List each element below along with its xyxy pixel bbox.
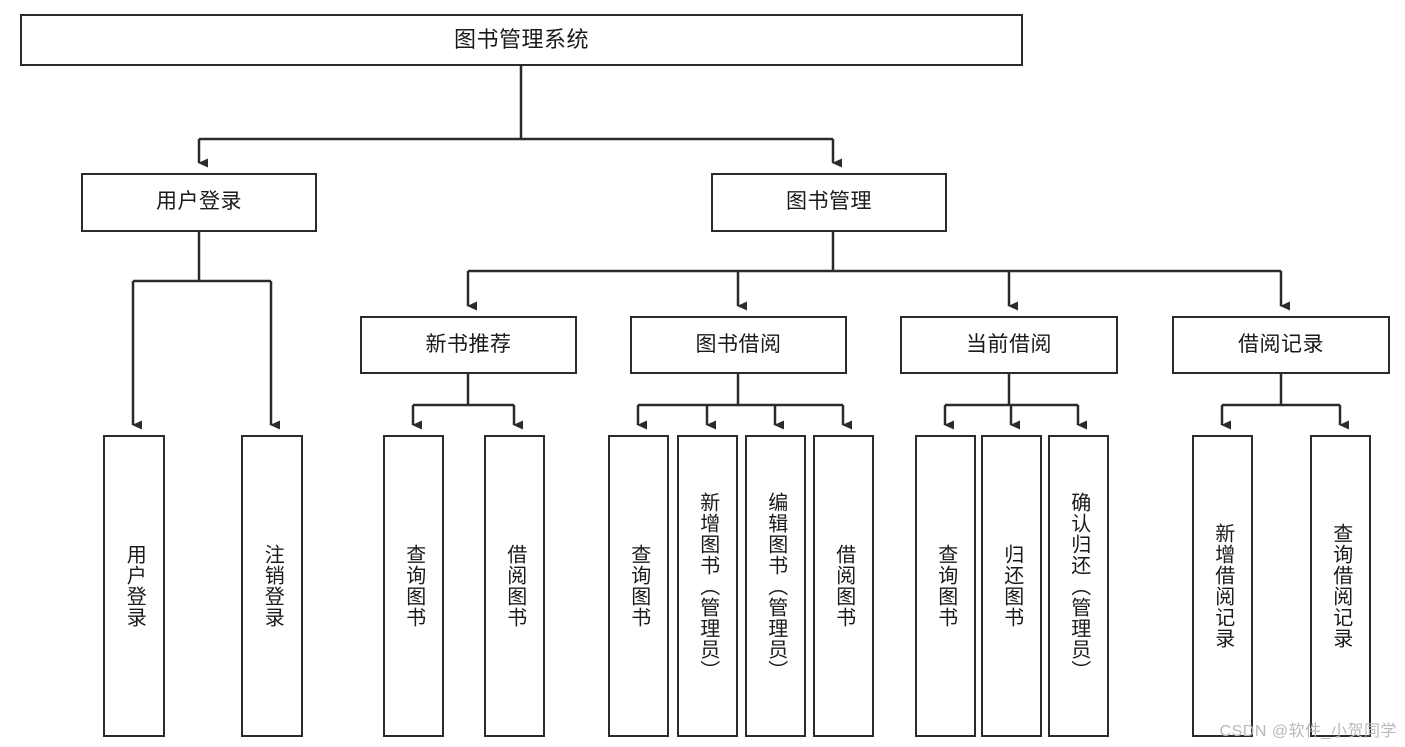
node-leaf-book-borrow-borrow[interactable]: 借阅图书 [813,435,874,737]
node-label: 编辑图书（管理员） [764,491,787,681]
node-label: 查询图书 [627,544,650,628]
node-leaf-borrow-record-query[interactable]: 查询借阅记录 [1310,435,1371,737]
node-label: 新增借阅记录 [1211,523,1234,649]
node-leaf-current-borrow-query[interactable]: 查询图书 [915,435,976,737]
node-label: 注销登录 [261,544,284,628]
node-label: 用户登录 [156,190,242,214]
node-label: 图书管理 [786,190,872,214]
node-leaf-user-login-login[interactable]: 用户登录 [103,435,165,737]
node-current-borrow[interactable]: 当前借阅 [900,316,1118,374]
node-label: 图书借阅 [695,332,782,356]
node-label: 归还图书 [1000,544,1023,628]
csdn-watermark: CSDN @软件_小贺同学 [1219,723,1397,740]
node-label: 借阅图书 [832,544,855,628]
node-label: 确认归还（管理员） [1067,491,1090,681]
node-user-login[interactable]: 用户登录 [81,173,317,232]
node-book-management[interactable]: 图书管理 [711,173,947,232]
node-label: 新增图书（管理员） [696,491,719,681]
node-leaf-user-login-logout[interactable]: 注销登录 [241,435,303,737]
node-label: 查询借阅记录 [1329,523,1352,649]
node-leaf-book-borrow-edit[interactable]: 编辑图书（管理员） [745,435,806,737]
node-leaf-book-borrow-add[interactable]: 新增图书（管理员） [677,435,738,737]
node-label: 查询图书 [402,544,425,628]
node-leaf-borrow-record-add[interactable]: 新增借阅记录 [1192,435,1253,737]
node-leaf-new-book-query[interactable]: 查询图书 [383,435,444,737]
node-book-borrow[interactable]: 图书借阅 [630,316,847,374]
node-label: 借阅记录 [1238,332,1324,356]
node-leaf-book-borrow-query[interactable]: 查询图书 [608,435,669,737]
node-label: 查询图书 [934,544,957,628]
node-borrow-record[interactable]: 借阅记录 [1172,316,1390,374]
node-leaf-new-book-borrow[interactable]: 借阅图书 [484,435,545,737]
node-leaf-current-borrow-return[interactable]: 归还图书 [981,435,1042,737]
node-new-book-recommend[interactable]: 新书推荐 [360,316,577,374]
node-label: 当前借阅 [966,332,1052,356]
node-label: 图书管理系统 [453,27,589,53]
node-label: 新书推荐 [425,332,512,356]
node-root-system[interactable]: 图书管理系统 [20,14,1023,66]
node-label: 用户登录 [123,544,146,628]
node-leaf-current-borrow-confirm[interactable]: 确认归还（管理员） [1048,435,1109,737]
node-label: 借阅图书 [503,544,526,628]
